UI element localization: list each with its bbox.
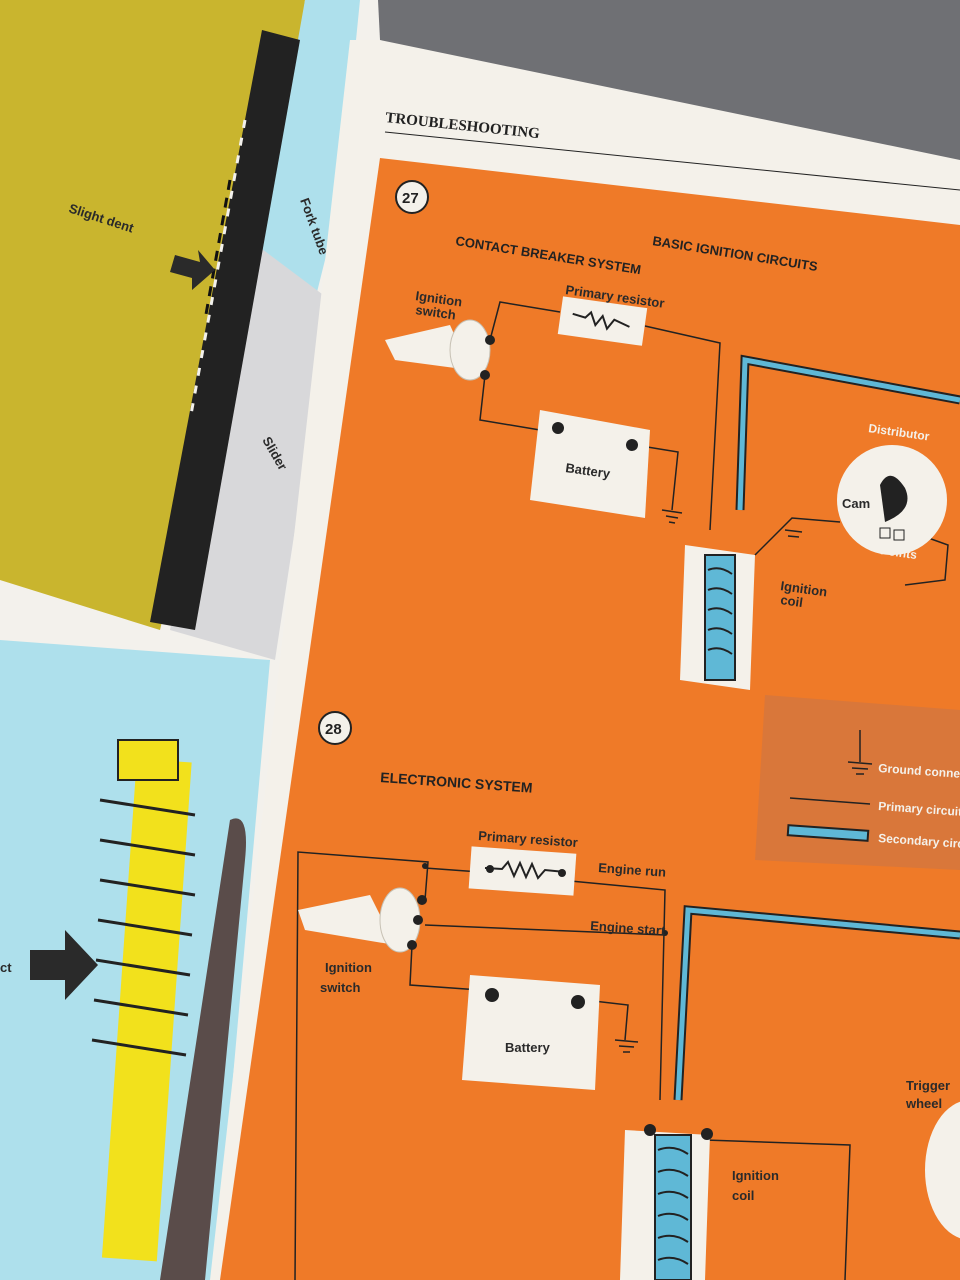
fig28-ignition-label-1: Ignition (325, 960, 372, 975)
fig27-battery-icon (530, 410, 650, 518)
fig27-coil-label-2: coil (780, 592, 804, 610)
fork-panel-yellow (0, 0, 305, 630)
shock-spring-icon (91, 798, 196, 1057)
cut-off-label: ct (0, 960, 12, 975)
fig28-secondary-circuit (675, 907, 960, 1101)
fig27-ignition-switch-icon (385, 319, 495, 381)
legend-primary-line (789, 797, 871, 805)
fig28-trigger-label-1: Trigger (906, 1078, 950, 1093)
tire-shape (160, 818, 246, 1280)
fig27-points-label: Points (880, 543, 919, 562)
fig28-trigger-label-2: wheel (905, 1096, 942, 1111)
fig28-coil-label-2: coil (732, 1188, 754, 1203)
fig27-ground-icon (661, 509, 683, 524)
shock-top-mount (117, 739, 179, 781)
shock-absorber-body (101, 758, 192, 1262)
legend-ground-icon (847, 730, 873, 775)
orange-panel (220, 158, 960, 1280)
fig27-ignition-label-2: switch (415, 302, 457, 322)
fig28-engine-run-label: Engine run (598, 860, 667, 880)
slider-area (170, 240, 330, 660)
fig28-engine-start-label: Engine start (590, 918, 667, 938)
fig28-group: 28 ELECTRONIC SYSTEM Ignition switch (294, 711, 960, 1280)
fig28-ignition-switch-icon (298, 887, 427, 953)
left-page-illustration: Slight dent Fork tube Slider ct (0, 0, 380, 1280)
fig27-secondary-circuit (737, 357, 960, 511)
fig27-cam-icon (880, 475, 908, 522)
legend-primary-label: Primary circuit (878, 799, 960, 819)
shock-arrow-icon (30, 930, 98, 1000)
fig27-coil-label-1: Ignition (780, 578, 829, 599)
fig28-battery-icon (462, 975, 600, 1090)
fig28-ignition-label-2: switch (320, 980, 361, 995)
fork-edge (150, 30, 300, 630)
legend-secondary-label: Secondary circu (878, 831, 960, 851)
fig28-trigger-wheel-icon (925, 1101, 960, 1239)
fig28-number: 28 (325, 721, 342, 738)
fig28-coil-label-1: Ignition (732, 1168, 779, 1183)
right-page-diagram: TROUBLESHOOTING 27 BASIC IGNITION CIRCUI… (210, 40, 960, 1280)
fig28-resistor-label: Primary resistor (478, 828, 579, 850)
fig28-ignition-coil-icon (620, 1124, 713, 1280)
fig27-battery-label: Battery (565, 460, 612, 481)
fig27-ignition-label-1: Ignition (415, 288, 464, 309)
dent-arrow-icon (170, 250, 215, 290)
fig28-ground-icon (614, 1039, 639, 1053)
legend-ground-label: Ground connect (878, 761, 960, 781)
legend-secondary-swatch (786, 824, 870, 842)
fig28-battery-label: Battery (505, 1040, 551, 1055)
fig27-cam-label: Cam (842, 496, 870, 511)
fig27-ignition-coil-icon (680, 545, 755, 690)
fig27-number: 27 (402, 190, 419, 207)
fig27-distributor-ground-icon (784, 529, 803, 538)
legend-box: Ground connect Primary circuit Secondary… (755, 695, 960, 870)
fig27-primary-resistor-icon (557, 296, 648, 346)
